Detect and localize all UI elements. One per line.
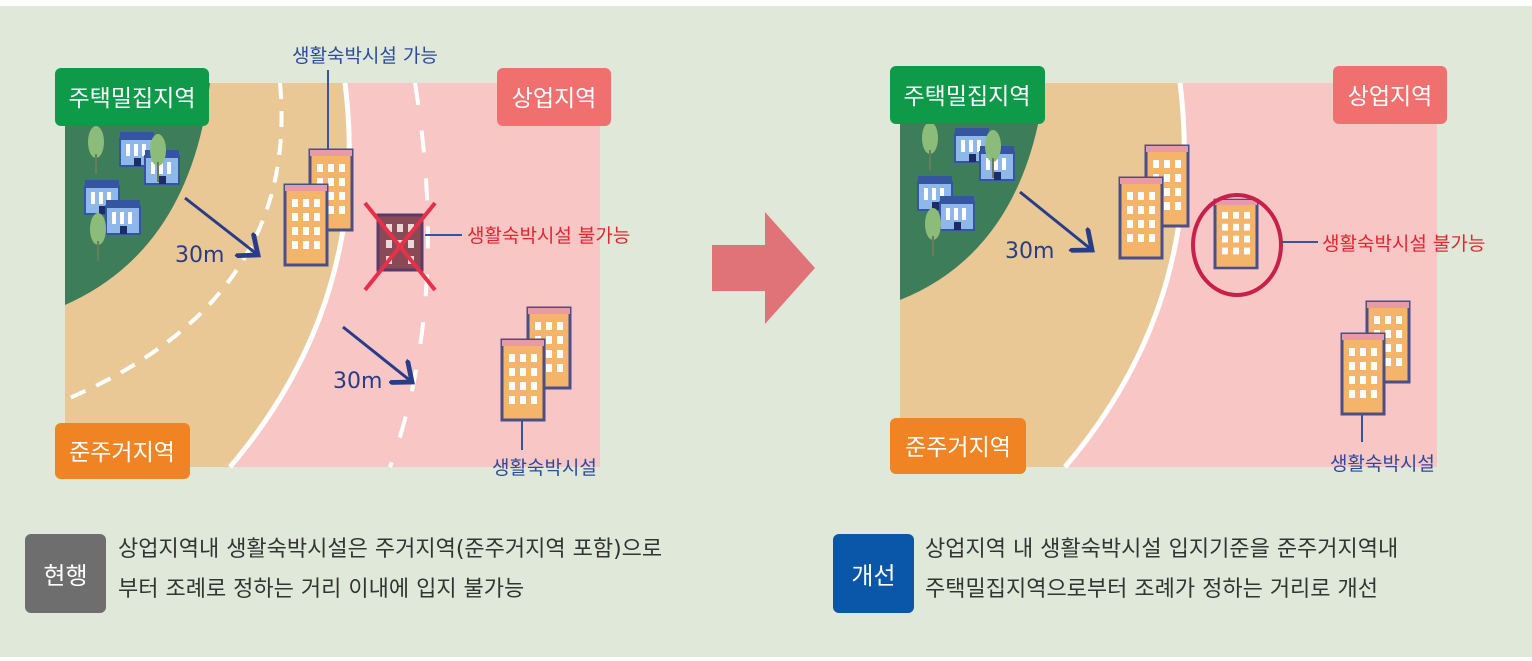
zone-badge-commercial	[497, 68, 611, 126]
building-facility-icon	[1340, 300, 1411, 442]
svg-text:준주거지역: 준주거지역	[905, 435, 1011, 461]
badge-improved: 개선	[833, 534, 914, 613]
description-current: 상업지역내 생활숙박시설은 주거지역(준주거지역 포함)으로 부터 조례로 정하…	[118, 530, 662, 610]
road-dash	[64, 82, 284, 402]
zone-boundary-line	[1063, 82, 1187, 469]
highlight-circle	[1191, 193, 1283, 297]
label-allowed: 생활숙박시설 가능	[292, 45, 438, 67]
zone-badge-commercial	[1333, 66, 1447, 124]
building-not-allowed-icon	[1191, 193, 1318, 297]
svg-text:상업지역: 상업지역	[512, 86, 597, 112]
label-not-allowed: 생활숙박시설 불가능	[467, 225, 630, 247]
label-facility: 생활숙박시설	[1330, 453, 1435, 475]
description-line: 주택밀집지역으로부터 조례가 정하는 거리로 개선	[925, 577, 1379, 602]
zone-badge-dense-residential	[55, 68, 209, 126]
before-map: 30m 30m	[64, 70, 600, 469]
description-improved: 상업지역 내 생활숙박시설 입지기준을 준주거지역내 주택밀집지역으로부터 조례…	[925, 530, 1398, 610]
road-dash	[388, 82, 430, 468]
zone-badge-semi-residential	[55, 423, 190, 479]
distance-label: 30m	[333, 369, 382, 394]
right-arrow-icon	[712, 212, 815, 324]
distance-arrow	[342, 325, 412, 382]
distance-label: 30m	[1005, 239, 1054, 264]
description-line: 상업지역내 생활숙박시설은 주거지역(준주거지역 포함)으로	[118, 537, 663, 562]
zone-badge-semi-residential	[890, 418, 1026, 474]
svg-text:주택밀집지역: 주택밀집지역	[904, 84, 1031, 110]
description-line: 상업지역 내 생활숙박시설 입지기준을 준주거지역내	[925, 537, 1399, 562]
building-allowed-icon	[283, 70, 354, 267]
building-not-allowed-icon	[363, 201, 462, 292]
distance-label: 30m	[175, 243, 224, 268]
zone-badge-dense-residential	[890, 66, 1045, 124]
after-map: 30m	[900, 82, 1437, 469]
distance-arrow	[1019, 190, 1092, 250]
badge-current: 현행	[25, 534, 106, 613]
building-facility-icon	[500, 306, 572, 450]
label-not-allowed: 생활숙박시설 불가능	[1322, 233, 1485, 255]
label-facility: 생활숙박시설	[492, 457, 597, 479]
description-line: 부터 조례로 정하는 거리 이내에 입지 불가능	[118, 577, 525, 602]
svg-text:상업지역: 상업지역	[1348, 84, 1433, 110]
svg-text:주택밀집지역: 주택밀집지역	[69, 86, 196, 112]
svg-text:준주거지역: 준주거지역	[69, 440, 175, 466]
distance-arrow	[184, 196, 258, 255]
zone-boundary-line	[228, 82, 352, 469]
